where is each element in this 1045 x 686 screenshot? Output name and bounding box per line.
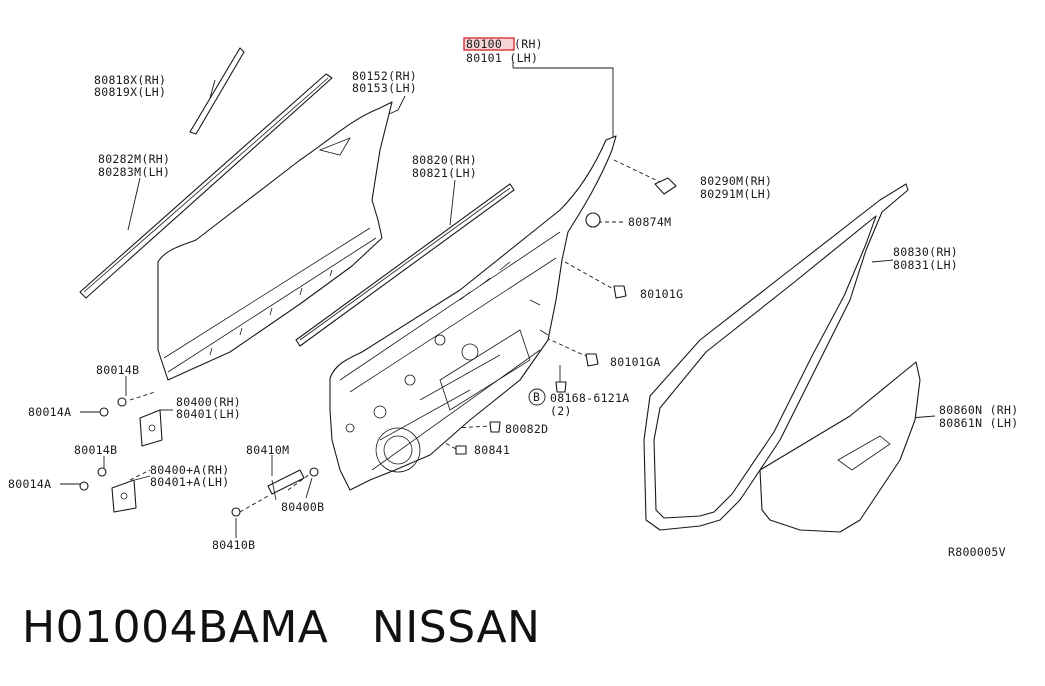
footer-part-number: H01004BAMA [22, 602, 329, 653]
b-marker-label: B [533, 390, 540, 404]
dashed-leaders [129, 159, 661, 513]
bolt-80400b [309, 467, 319, 477]
label-80831: 80831(LH) [893, 258, 958, 272]
label-80860n: 80860N (RH) [939, 403, 1018, 417]
belt-molding-part [79, 73, 333, 299]
plug-part [489, 421, 501, 433]
corner-trim-part [189, 47, 245, 135]
reference-code: R800005V [948, 545, 1006, 559]
label-80821: 80821(LH) [412, 166, 477, 180]
label-08168: 08168-6121A [550, 391, 629, 405]
bolt-part-ga [585, 353, 599, 367]
label-80082d: 80082D [505, 422, 548, 436]
bolt-part [613, 285, 627, 299]
label-80290m: 80290M(RH) [700, 174, 772, 188]
label-80014a-upper: 80014A [28, 405, 71, 419]
leader-lines [60, 62, 936, 538]
bolt-80410b [231, 507, 241, 517]
label-80291m: 80291M(LH) [700, 187, 772, 201]
grommet-part [585, 212, 601, 228]
door-weatherstrip-part [643, 183, 909, 531]
sealing-screen-part [759, 361, 921, 533]
label-80014b-upper: 80014B [96, 363, 139, 377]
label-80841: 80841 [474, 443, 510, 457]
outer-door-panel-part [157, 101, 393, 381]
highlight-box [463, 37, 515, 51]
label-80101ga: 80101GA [610, 355, 661, 369]
inner-belt-weatherstrip-part [295, 183, 515, 347]
bolt-80014a-lower [79, 481, 89, 491]
label-80152: 80152(RH) [352, 69, 417, 83]
label-80410m: 80410M [246, 443, 289, 457]
upper-hinge-part [139, 409, 163, 447]
label-80282m: 80282M(RH) [98, 152, 170, 166]
label-80100-side: (RH) [514, 37, 543, 51]
label-80818x: 80818X(RH) [94, 73, 166, 87]
door-check-part [267, 469, 305, 501]
bolt-80014b-lower [97, 467, 107, 477]
label-80861n: 80861N (LH) [939, 416, 1018, 430]
cap-part [455, 445, 467, 455]
footer-brand: NISSAN [371, 602, 541, 653]
label-80820: 80820(RH) [412, 153, 477, 167]
lower-hinge-part [111, 479, 137, 513]
label-80874m: 80874M [628, 215, 671, 229]
label-80400a: 80400+A(RH) [150, 463, 229, 477]
clip-part [654, 177, 677, 195]
label-80819x: 80819X(LH) [94, 85, 166, 99]
screw-part [555, 381, 567, 393]
label-80830: 80830(RH) [893, 245, 958, 259]
parts-diagram: 80100 (RH) 80101 (LH) 80818X(RH) 80819X(… [8, 37, 1018, 559]
label-80014a-lower: 80014A [8, 477, 51, 491]
label-80410b: 80410B [212, 538, 255, 552]
label-80014b-lower: 80014B [74, 443, 117, 457]
label-80283m: 80283M(LH) [98, 165, 170, 179]
label-08168-qty: (2) [550, 404, 572, 418]
footer-caption: H01004BAMA NISSAN [22, 602, 540, 653]
label-80153: 80153(LH) [352, 81, 417, 95]
label-80400b: 80400B [281, 500, 324, 514]
bolt-80014b-upper [117, 397, 127, 407]
label-80401: 80401(LH) [176, 407, 241, 421]
label-80101: 80101 (LH) [466, 51, 538, 65]
label-80101g: 80101G [640, 287, 683, 301]
door-frame-assembly [329, 135, 617, 491]
bolt-80014a-upper [99, 407, 109, 417]
label-80100: 80100 [466, 37, 502, 51]
b-marker-circle [528, 388, 546, 406]
label-80401a: 80401+A(LH) [150, 475, 229, 489]
label-80400: 80400(RH) [176, 395, 241, 409]
